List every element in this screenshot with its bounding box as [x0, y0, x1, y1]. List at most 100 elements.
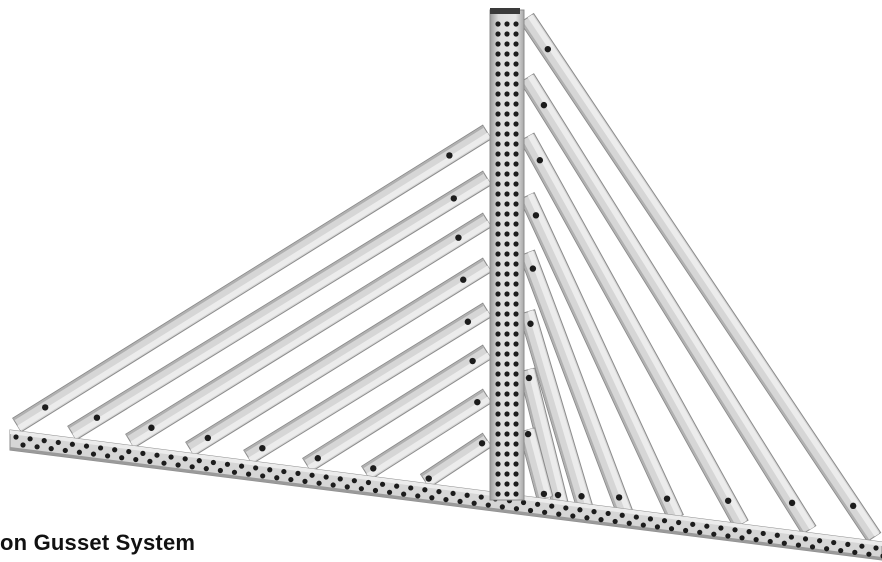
mounting-hole: [504, 481, 510, 487]
mounting-hole: [640, 522, 646, 528]
mounting-hole: [504, 461, 510, 467]
mounting-hole: [554, 491, 562, 499]
mounting-hole: [495, 421, 501, 427]
mounting-hole: [259, 444, 266, 452]
mounting-hole: [379, 481, 386, 487]
mounting-hole: [140, 450, 146, 456]
mounting-hole: [513, 81, 519, 87]
mounting-hole: [204, 434, 212, 442]
mounting-hole: [133, 456, 139, 463]
mounting-hole: [732, 527, 738, 533]
mounting-hole: [168, 454, 174, 460]
mounting-hole: [288, 476, 294, 483]
mounting-hole: [210, 459, 216, 466]
mounting-hole: [824, 546, 830, 552]
mounting-hole: [873, 545, 879, 551]
mounting-hole: [370, 465, 377, 472]
mounting-hole: [504, 71, 510, 77]
mounting-hole: [513, 41, 519, 47]
mounting-hole: [504, 241, 510, 247]
mounting-hole: [495, 31, 501, 37]
mounting-hole: [633, 514, 639, 520]
mounting-hole: [513, 211, 519, 217]
mounting-hole: [504, 171, 510, 177]
mounting-hole: [504, 231, 510, 237]
mounting-hole: [513, 291, 519, 297]
mounting-hole: [471, 500, 477, 506]
mounting-hole: [577, 507, 583, 513]
mounting-hole: [578, 493, 585, 500]
mounting-hole: [457, 498, 463, 505]
mounting-hole: [544, 45, 552, 53]
right-brace: [519, 132, 749, 529]
mounting-hole: [245, 471, 252, 477]
mounting-hole: [809, 544, 816, 550]
mounting-hole: [495, 241, 501, 247]
mounting-hole: [446, 152, 453, 159]
mounting-hole: [504, 101, 510, 107]
left-brace: [243, 302, 492, 465]
mounting-hole: [540, 490, 548, 498]
mounting-hole: [513, 491, 519, 497]
mounting-hole: [513, 371, 519, 377]
mounting-hole: [238, 463, 245, 469]
mounting-hole: [542, 509, 548, 515]
mounting-hole: [724, 497, 732, 504]
left-brace: [302, 344, 492, 473]
mounting-hole: [41, 438, 47, 444]
mounting-hole: [495, 41, 501, 47]
mounting-hole: [513, 151, 519, 157]
mounting-hole: [267, 467, 273, 473]
mounting-hole: [504, 51, 510, 57]
mast-channel: [489, 8, 525, 501]
mounting-hole: [48, 446, 54, 452]
mounting-hole: [394, 483, 400, 489]
mounting-hole: [495, 61, 501, 67]
mounting-hole: [513, 181, 519, 187]
mounting-hole: [323, 474, 329, 480]
mounting-hole: [55, 439, 61, 446]
mounting-hole: [93, 414, 101, 421]
mounting-hole: [513, 431, 519, 437]
mounting-hole: [504, 41, 510, 47]
mounting-hole: [513, 171, 519, 177]
mounting-hole: [154, 452, 160, 458]
mounting-hole: [20, 442, 26, 448]
mounting-hole: [504, 431, 510, 437]
mounting-hole: [504, 271, 510, 277]
mounting-hole: [513, 281, 519, 287]
mounting-hole: [314, 455, 321, 462]
mounting-hole: [504, 151, 510, 157]
mounting-hole: [281, 468, 287, 475]
mounting-hole: [231, 469, 238, 475]
mounting-hole: [495, 161, 501, 167]
mounting-hole: [513, 261, 519, 267]
mounting-hole: [504, 421, 510, 427]
mounting-hole: [654, 524, 661, 530]
mounting-hole: [788, 499, 796, 507]
mounting-hole: [513, 301, 519, 307]
mounting-hole: [485, 502, 491, 508]
mounting-hole: [344, 484, 350, 490]
left-brace: [185, 257, 492, 457]
mounting-hole: [504, 251, 510, 257]
mounting-hole: [495, 341, 501, 347]
mounting-hole: [274, 475, 280, 481]
mounting-hole: [753, 537, 759, 543]
mounting-hole: [455, 234, 462, 241]
mounting-hole: [495, 361, 501, 367]
right-brace: [519, 73, 817, 535]
mounting-hole: [217, 467, 223, 474]
mounting-hole: [330, 482, 336, 488]
mounting-hole: [495, 231, 501, 237]
mounting-hole: [866, 551, 872, 557]
mounting-hole: [499, 504, 505, 510]
mounting-hole: [697, 529, 703, 535]
mounting-hole: [436, 488, 442, 495]
mounting-hole: [224, 461, 231, 467]
mounting-hole: [513, 381, 519, 387]
mounting-hole: [504, 61, 510, 67]
mounting-hole: [746, 529, 752, 535]
mounting-hole: [513, 101, 519, 107]
mounting-hole: [615, 494, 623, 501]
